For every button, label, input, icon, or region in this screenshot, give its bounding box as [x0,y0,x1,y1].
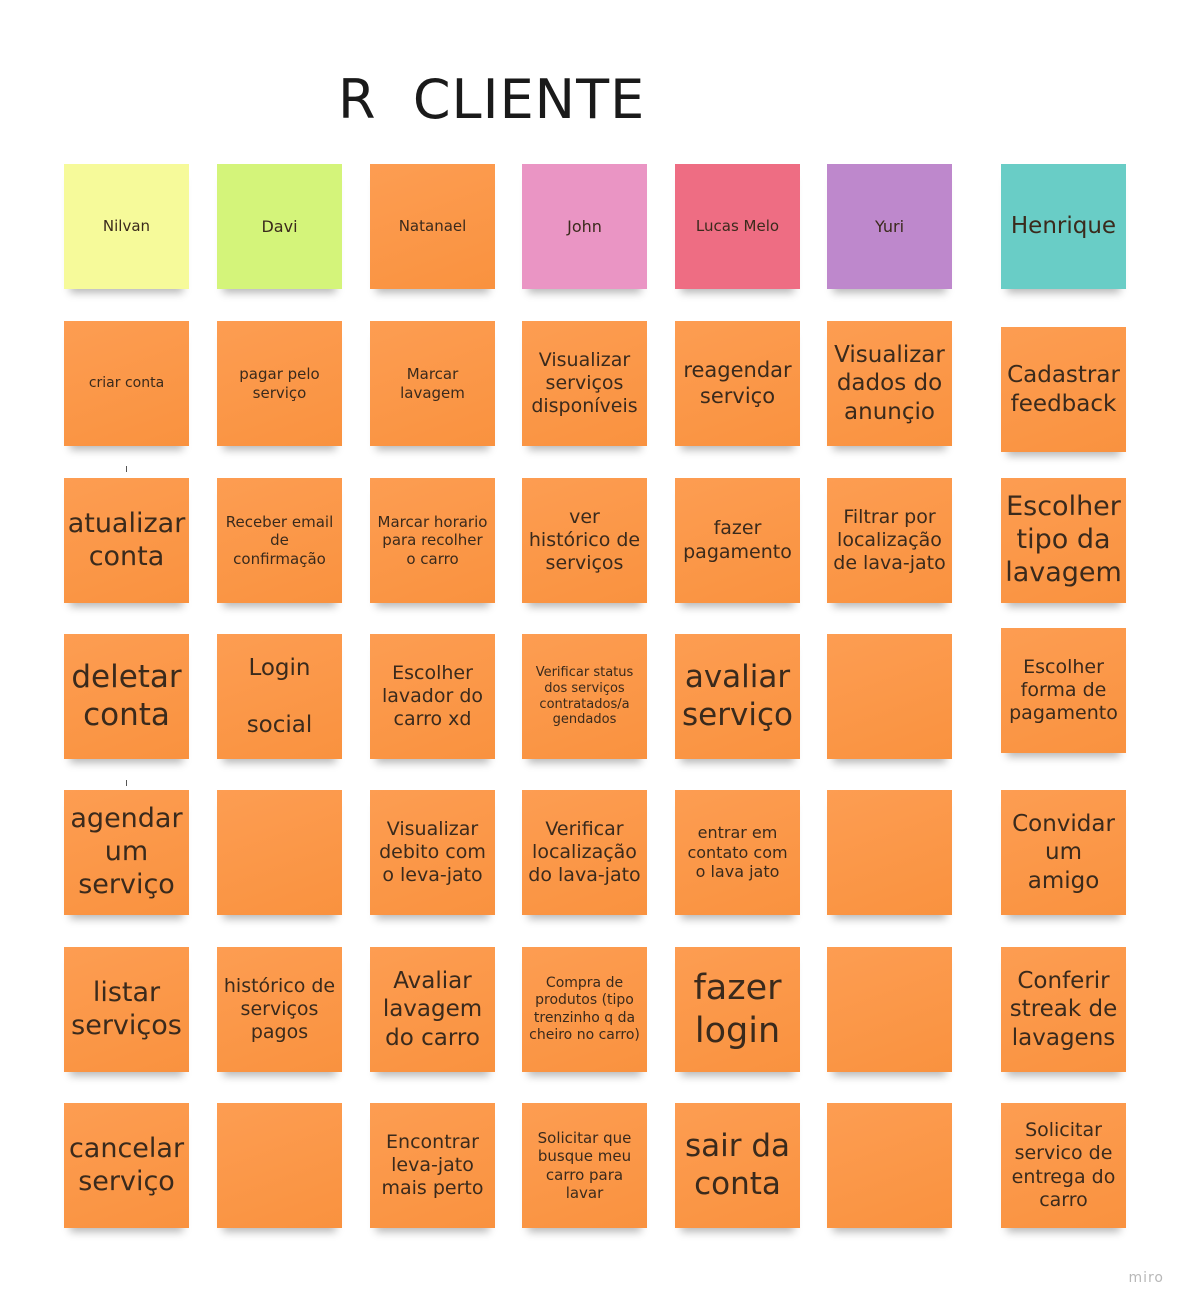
sticky-note[interactable]: fazer login [675,947,800,1072]
empty-sticky-note[interactable] [217,790,342,915]
empty-sticky-note[interactable] [217,1103,342,1228]
sticky-note[interactable]: Cadastrar feedback [1001,327,1126,452]
empty-sticky-note[interactable] [827,1103,952,1228]
header-note-nilvan[interactable]: Nilvan [64,164,189,289]
sticky-note[interactable]: Escolher tipo da lavagem [1001,478,1126,603]
sticky-note[interactable]: Escolher forma de pagamento [1001,628,1126,753]
sticky-note[interactable]: fazer pagamento [675,478,800,603]
sticky-note[interactable]: ver histórico de serviços [522,478,647,603]
sticky-note[interactable]: avaliar serviço [675,634,800,759]
sticky-note[interactable]: Solicitar servico de entrega do carro [1001,1103,1126,1228]
sticky-note[interactable]: deletar conta [64,634,189,759]
header-note-natanael[interactable]: Natanael [370,164,495,289]
sticky-note[interactable]: Marcar lavagem [370,321,495,446]
sticky-note[interactable]: Avaliar lavagem do carro [370,947,495,1072]
miro-watermark: miro [1128,1270,1164,1286]
sticky-note[interactable]: Compra de produtos (tipo trenzinho q da … [522,947,647,1072]
sticky-note[interactable]: criar conta [64,321,189,446]
sticky-note[interactable]: Visualizar debito com o leva-jato [370,790,495,915]
sticky-note[interactable]: histórico de serviços pagos [217,947,342,1072]
sticky-note[interactable]: Conferir streak de lavagens [1001,947,1126,1072]
sticky-note[interactable]: Encontrar leva-jato mais perto [370,1103,495,1228]
header-note-davi[interactable]: Davi [217,164,342,289]
header-note-henrique[interactable]: Henrique [1001,164,1126,289]
sticky-note[interactable]: Marcar horario para recolher o carro [370,478,495,603]
sticky-note[interactable]: Escolher lavador do carro xd [370,634,495,759]
header-note-yuri[interactable]: Yuri [827,164,952,289]
sticky-note[interactable]: listar serviços [64,947,189,1072]
sticky-note[interactable]: Convidar um amigo [1001,790,1126,915]
sticky-note[interactable]: Verificar status dos serviços contratado… [522,634,647,759]
connector-mark [126,466,127,472]
sticky-note[interactable]: Visualizar dados do anunçio [827,321,952,446]
header-note-john[interactable]: John [522,164,647,289]
header-note-lucas-melo[interactable]: Lucas Melo [675,164,800,289]
empty-sticky-note[interactable] [827,790,952,915]
sticky-note[interactable]: Visualizar serviços disponíveis [522,321,647,446]
empty-sticky-note[interactable] [827,947,952,1072]
connector-mark [126,780,127,786]
sticky-note[interactable]: entrar em contato com o lava jato [675,790,800,915]
sticky-note[interactable]: Verificar localização do lava-jato [522,790,647,915]
sticky-note[interactable]: Login social [217,634,342,759]
sticky-note[interactable]: cancelar serviço [64,1103,189,1228]
board-title: R CLIENTE [338,68,646,131]
sticky-note[interactable]: Receber email de confirmação [217,478,342,603]
sticky-note[interactable]: reagendar serviço [675,321,800,446]
empty-sticky-note[interactable] [827,634,952,759]
sticky-note[interactable]: sair da conta [675,1103,800,1228]
sticky-note[interactable]: Filtrar por localização de lava-jato [827,478,952,603]
sticky-note[interactable]: agendar um serviço [64,790,189,915]
sticky-note[interactable]: atualizar conta [64,478,189,603]
sticky-note[interactable]: pagar pelo serviço [217,321,342,446]
sticky-note[interactable]: Solicitar que busque meu carro para lava… [522,1103,647,1228]
